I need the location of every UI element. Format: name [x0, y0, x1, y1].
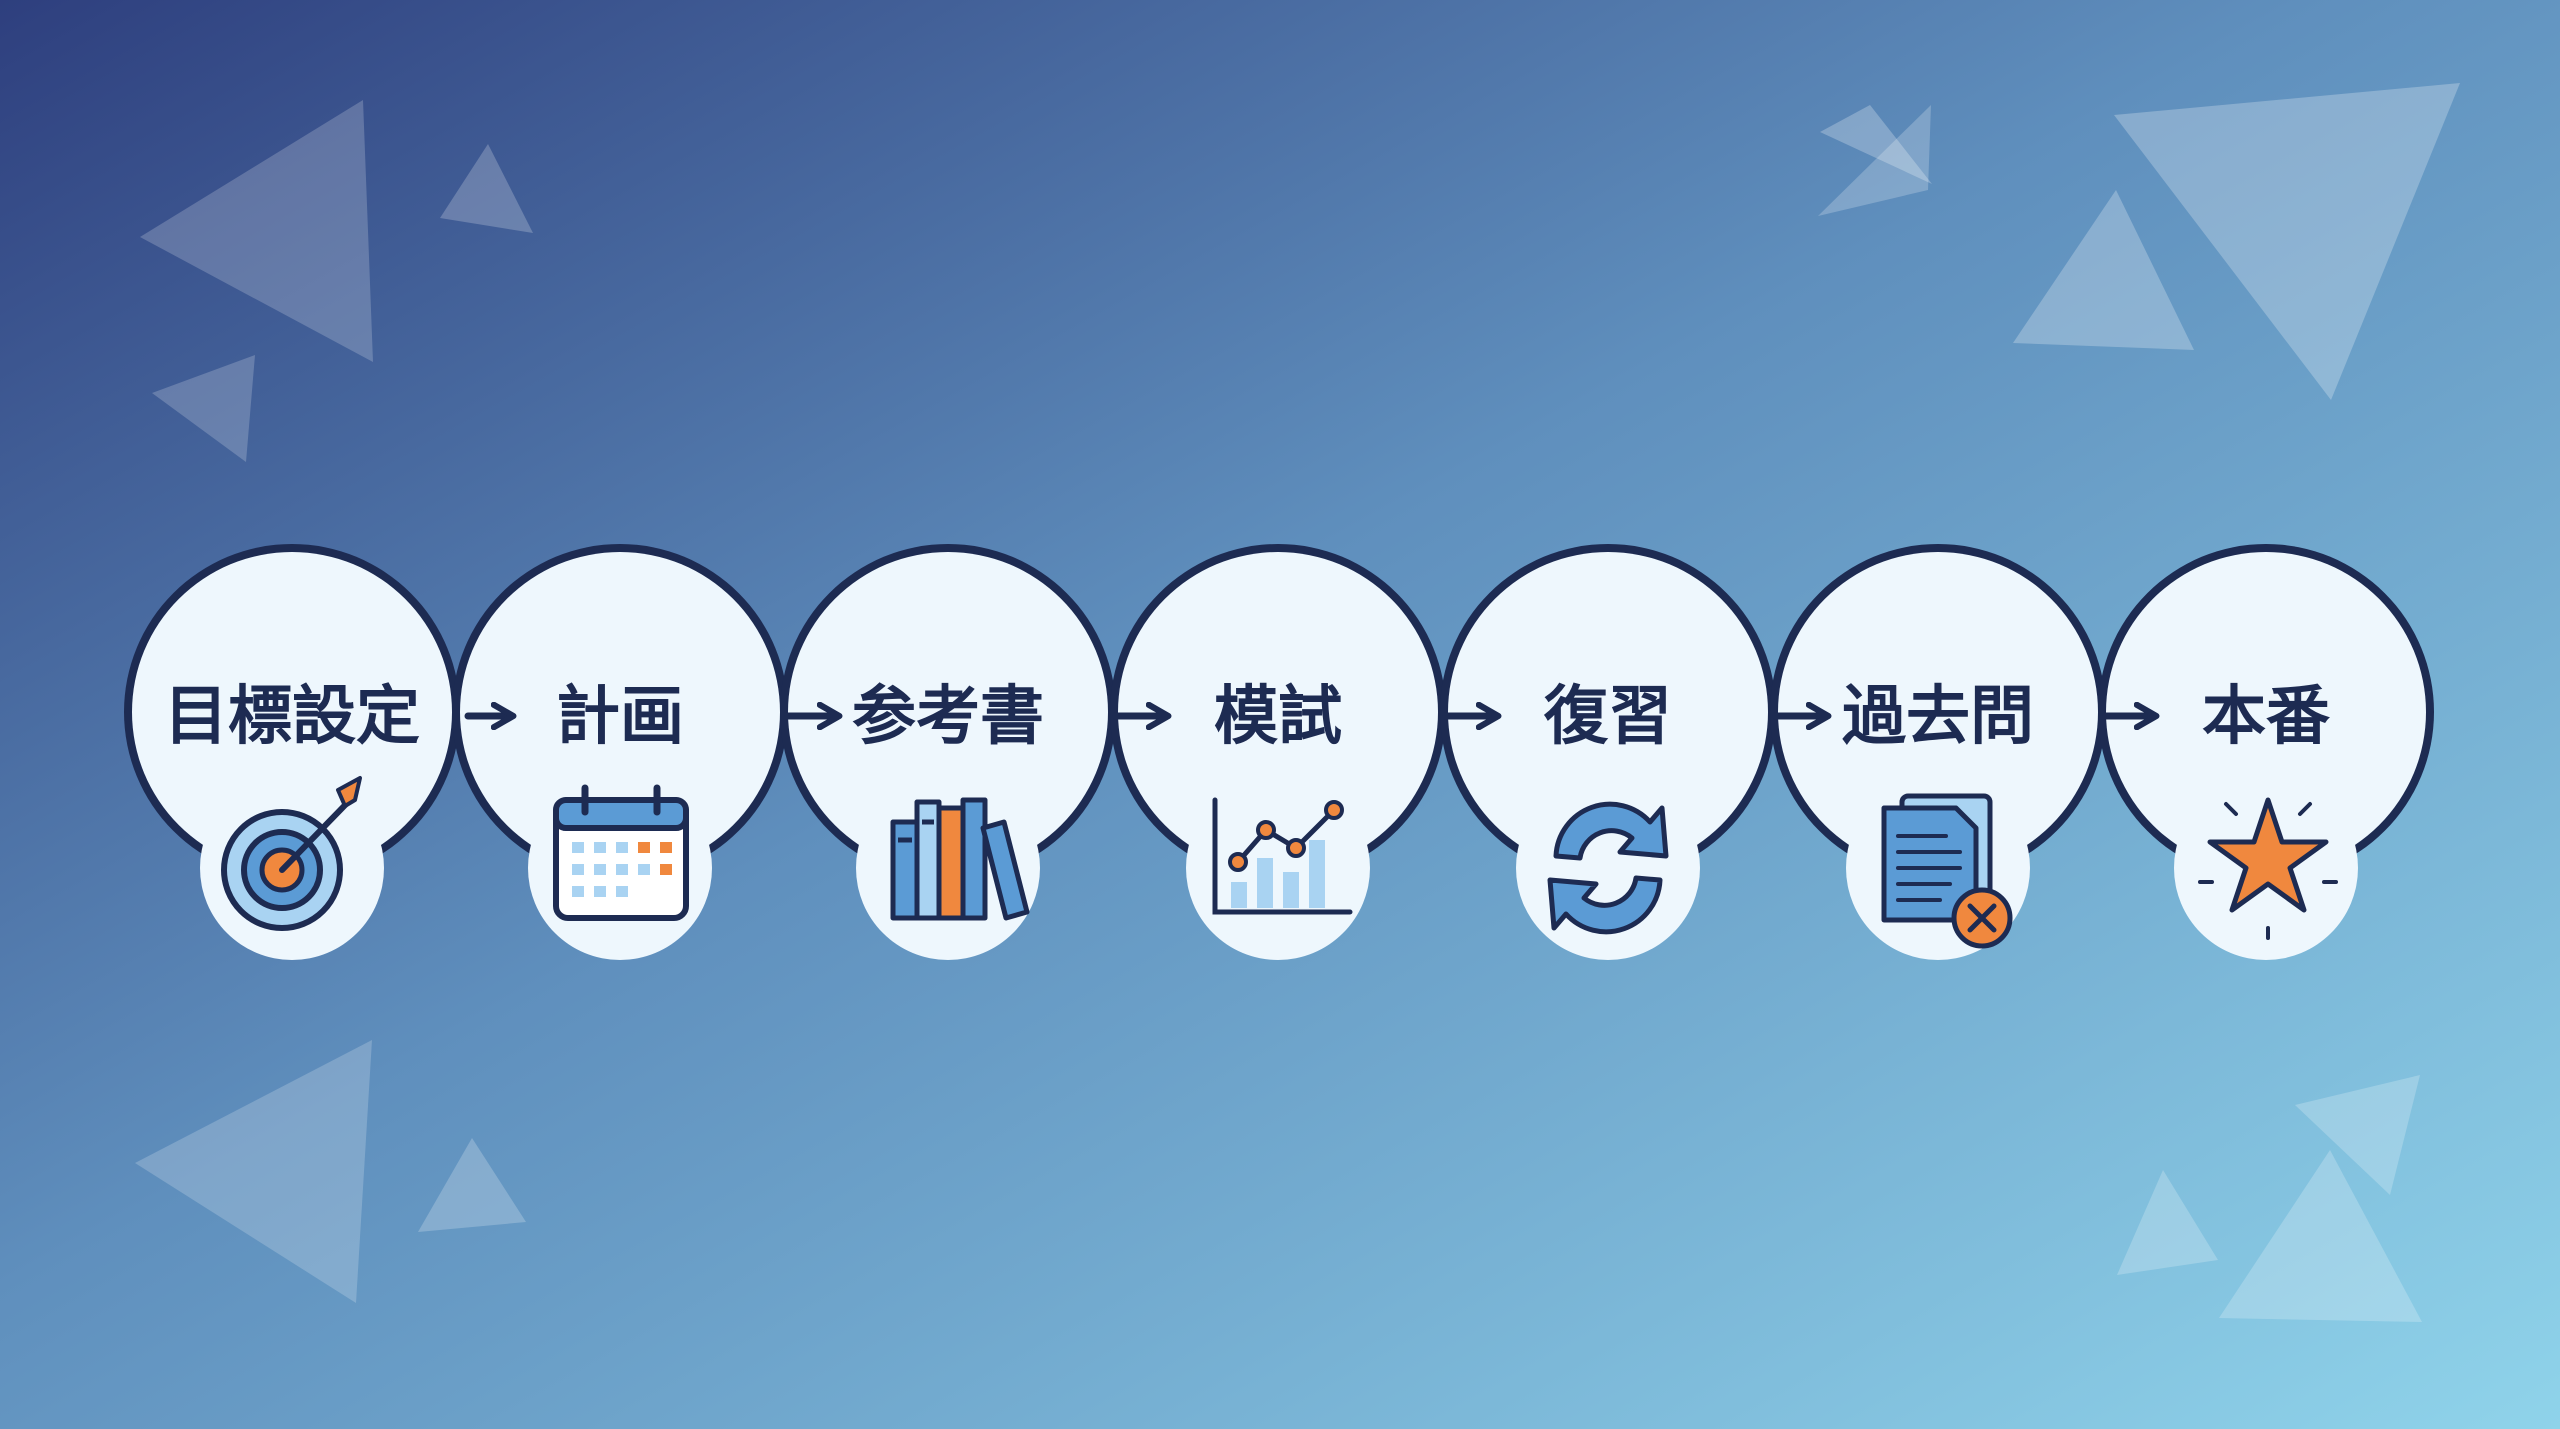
- step-label: 過去問: [1842, 680, 2034, 754]
- step-3: 参考書: [852, 680, 1044, 921]
- step-1: 目標設定: [164, 680, 420, 931]
- calendar-icon: [553, 784, 689, 921]
- step-label: 本番: [2202, 680, 2330, 754]
- step-5: 復習: [1543, 680, 1672, 935]
- step-4: 模試: [1212, 680, 1353, 915]
- chart-icon: [1212, 797, 1353, 915]
- step-7: 本番: [2198, 680, 2338, 940]
- documents-icon: [1881, 793, 2013, 949]
- star-icon: [2198, 797, 2338, 940]
- target-icon: [221, 776, 362, 931]
- step-label: 参考書: [852, 680, 1044, 754]
- step-label: 計画: [556, 680, 684, 754]
- step-6: 過去問: [1842, 680, 2034, 949]
- books-icon: [890, 797, 1030, 921]
- step-label: 模試: [1214, 680, 1342, 754]
- step-label: 復習: [1543, 680, 1672, 754]
- step-label: 目標設定: [164, 680, 420, 754]
- step-2: 計画: [553, 680, 689, 921]
- refresh-icon: [1547, 801, 1669, 935]
- decorative-triangles: [135, 83, 2460, 1322]
